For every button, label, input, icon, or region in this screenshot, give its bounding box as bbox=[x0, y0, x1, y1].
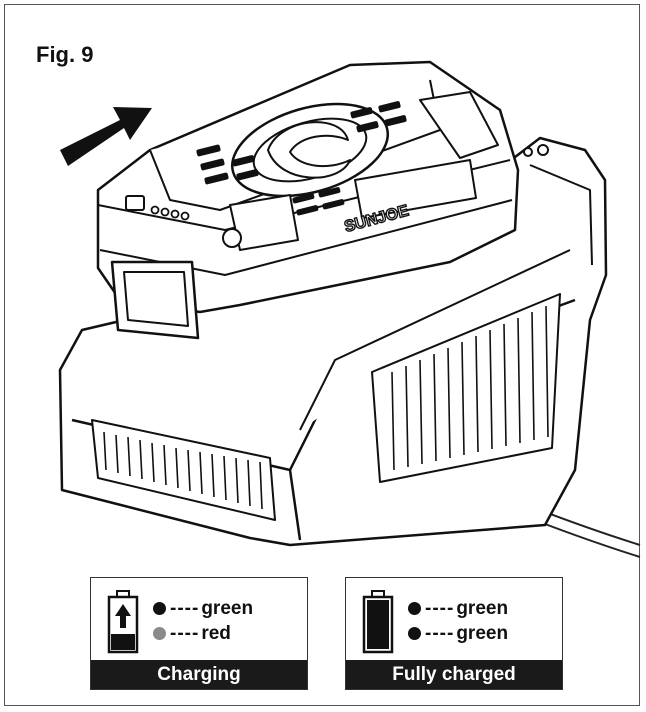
legend-row: ----green bbox=[408, 598, 508, 620]
push-arrow-icon bbox=[60, 107, 152, 166]
legend-row: ----green bbox=[408, 623, 508, 645]
legend-content: ----green ----red bbox=[91, 578, 307, 660]
state-caption: Fully charged bbox=[346, 660, 562, 689]
led-dot-icon bbox=[408, 602, 421, 615]
led-dot-icon bbox=[153, 602, 166, 615]
battery-charging-arrow-icon bbox=[107, 590, 139, 654]
legend-panel-charging: ----green ----red Charging bbox=[90, 577, 308, 690]
legend-content: ----green ----green bbox=[346, 578, 562, 660]
charger-vent-slats bbox=[103, 305, 549, 510]
legend-panel-fully-charged: ----green ----green Fully charged bbox=[345, 577, 563, 690]
battery-full-icon bbox=[362, 590, 394, 654]
battery-vent-slots bbox=[196, 101, 407, 216]
state-caption: Charging bbox=[91, 660, 307, 689]
legend-row: ----red bbox=[153, 623, 231, 645]
figure-label: Fig. 9 bbox=[36, 42, 94, 67]
battery-charge-indicator-leds bbox=[150, 205, 190, 221]
legend-row: ----green bbox=[153, 598, 253, 620]
led-dot-icon bbox=[153, 627, 166, 640]
led-dot-icon bbox=[408, 627, 421, 640]
